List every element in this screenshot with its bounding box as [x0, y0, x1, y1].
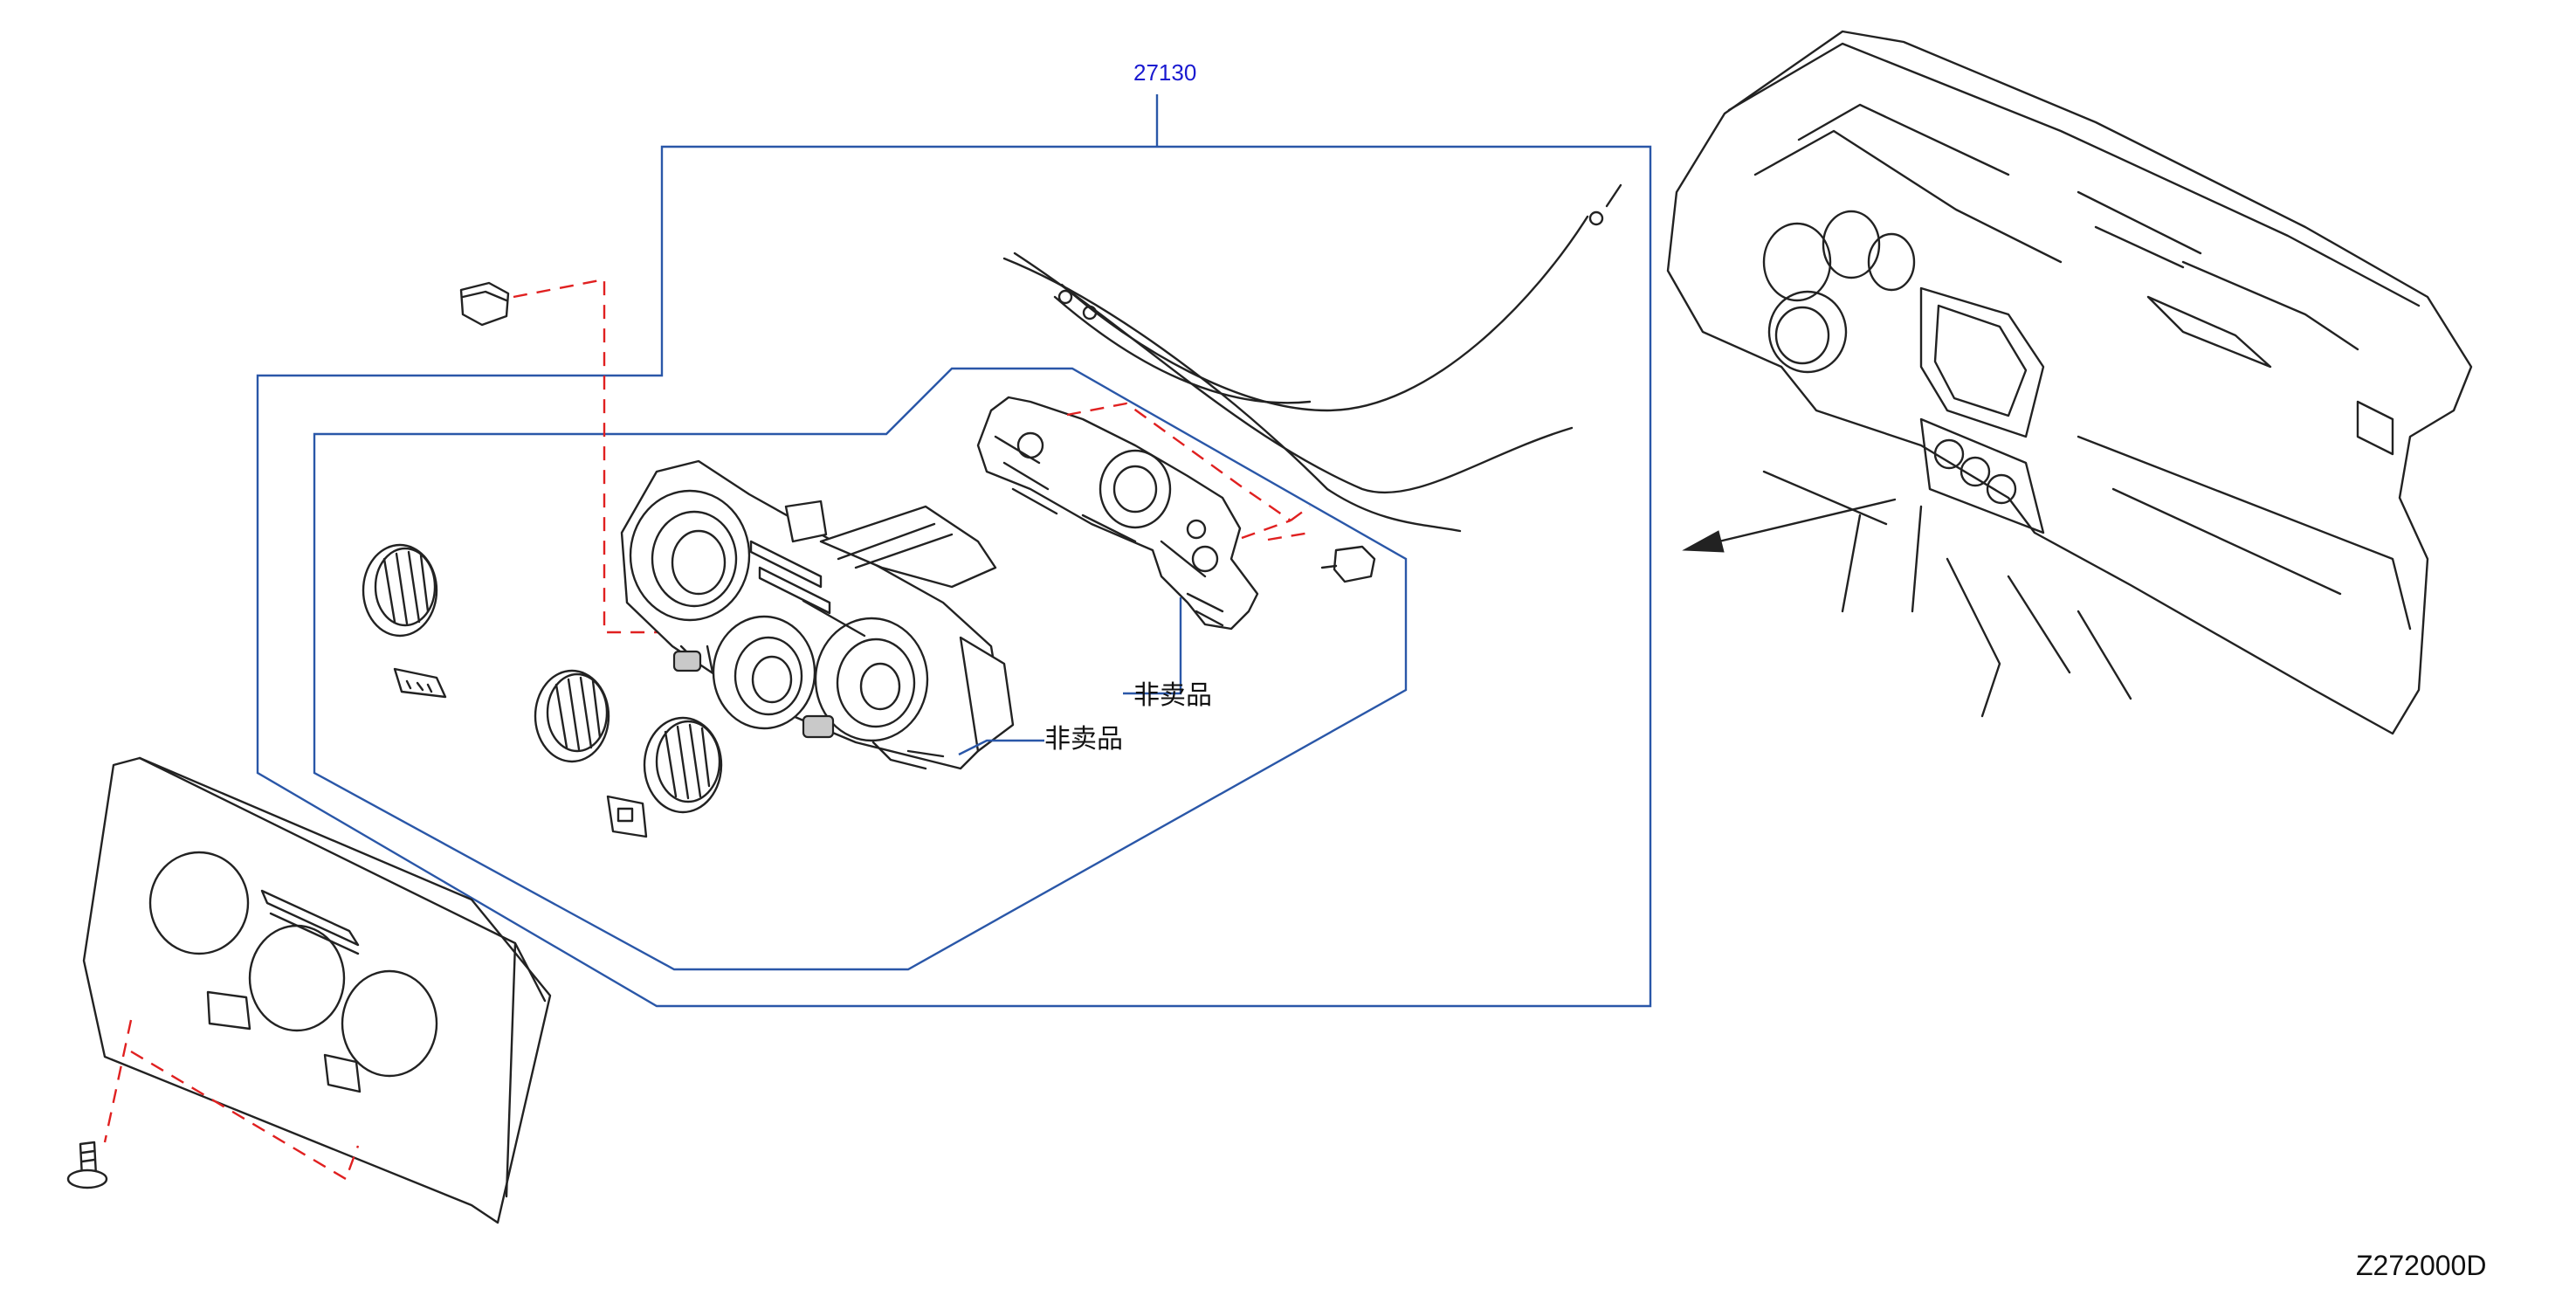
not-for-sale-lower-label: 非卖品	[1044, 724, 1123, 755]
not-for-sale-upper-label: 非卖品	[1133, 680, 1212, 711]
dashboard-locator-view	[1666, 30, 2473, 735]
push-pin-clip	[1320, 545, 1376, 583]
heater-control-main-unit	[620, 459, 1015, 770]
finisher-bezel-plate	[82, 756, 552, 1224]
cap-dashed-leader	[513, 278, 734, 634]
cap-clip-part	[459, 281, 510, 327]
control-knob-right	[643, 716, 723, 814]
not-for-sale-upper-leader	[1123, 597, 1182, 695]
recirc-switch-button	[606, 795, 648, 838]
not-for-sale-lower-leader	[958, 739, 1044, 756]
part-number-27130: 27130	[1133, 59, 1196, 86]
actuator-bracket-unit	[976, 396, 1259, 631]
diagram-code: Z272000D	[2356, 1250, 2486, 1281]
control-knob-middle	[534, 669, 610, 763]
control-knob-left	[362, 543, 438, 638]
bezel-dashed-leader	[103, 1019, 360, 1181]
location-arrow	[1682, 498, 1897, 553]
actuator-dashed-leader	[1066, 402, 1311, 541]
mounting-screw	[66, 1141, 108, 1189]
ac-switch-button	[393, 667, 447, 699]
assembly-outline-frame	[256, 145, 1652, 1008]
inner-assembly-frame	[313, 367, 1408, 971]
control-cables	[1002, 183, 1622, 533]
